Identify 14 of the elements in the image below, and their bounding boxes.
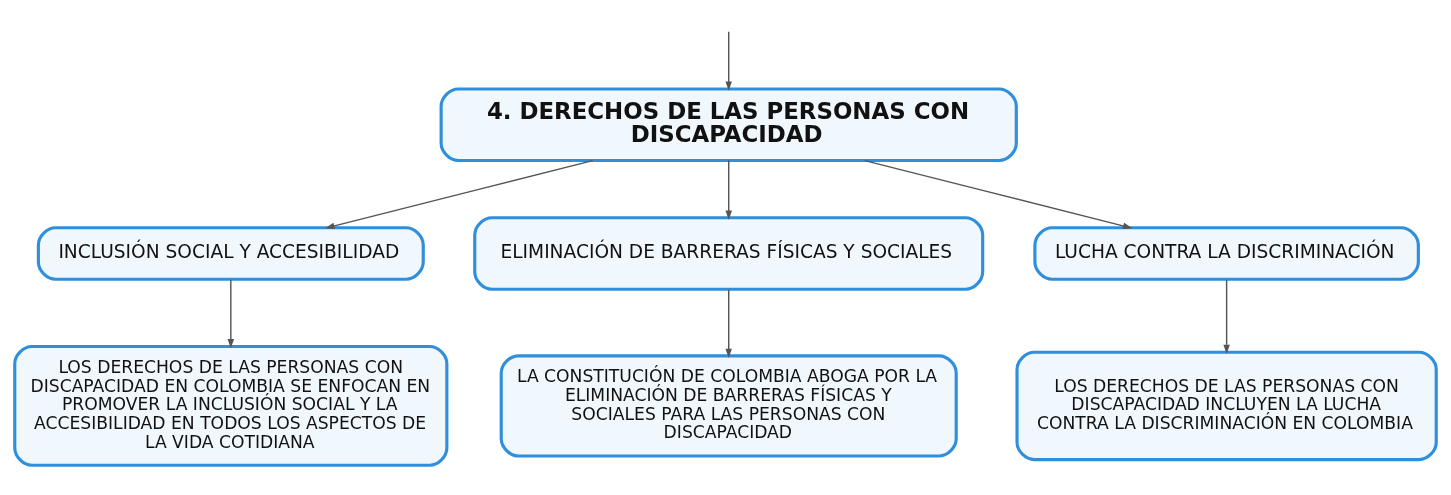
arrow (227, 278, 235, 348)
node-box: INCLUSIÓN SOCIAL Y ACCESIBILIDAD (36, 225, 425, 281)
arrow (325, 159, 594, 229)
node-box: ELIMINACIÓN DE BARRERAS FÍSICAS Y SOCIALES (473, 215, 985, 291)
arrow (725, 159, 732, 220)
arrow (1223, 278, 1230, 354)
node-box: LA CONSTITUCIÓN DE COLOMBIA ABOGA POR LA ELIMINACIÓN DE BARRERAS FÍSICAS Y SOCIALES PARA LAS PERSONAS CON DISCAPACIDAD (499, 353, 958, 458)
arrow (864, 159, 1133, 229)
node-box: LOS DERECHOS DE LAS PERSONAS CON DISCAPACIDAD INCLUYEN LA LUCHA CONTRA LA DISCRIMINACIÓN EN COLOMBIA (1015, 350, 1438, 461)
arrow (725, 288, 732, 358)
node-box: LUCHA CONTRA LA DISCRIMINACIÓN (1033, 225, 1420, 281)
arrow (725, 30, 732, 91)
node-box: LOS DERECHOS DE LAS PERSONAS CON DISCAPACIDAD EN COLOMBIA SE ENFOCAN EN PROMOVER LA INCLUSIÓN SOCIAL Y LA ACCESIBILIDAD EN TODOS LOS ASPECTOS DE LA VIDA COTIDIANA (13, 344, 449, 467)
node-box: 4. DERECHOS DE LAS PERSONAS CON DISCAPACIDAD (439, 86, 1018, 162)
